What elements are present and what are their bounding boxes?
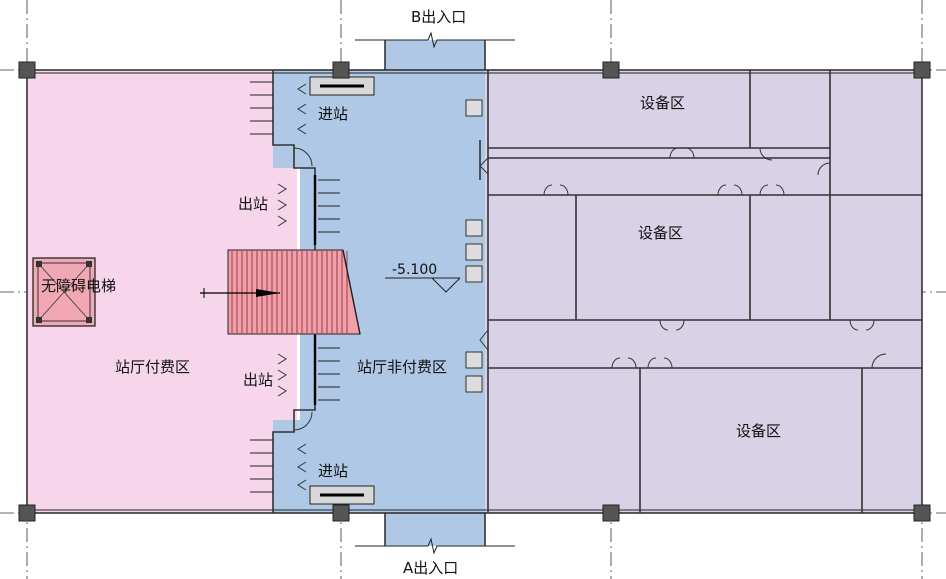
entrance-b-label: B出入口 [411,8,466,26]
fare-gate-line [250,70,340,513]
unpaid-area-label: 站厅非付费区 [357,358,447,376]
entry-label-bottom: 进站 [318,462,348,480]
equipment-room-walls [479,70,922,513]
gate-equipment [309,76,375,505]
entrance-a-passage [355,512,515,555]
equipment-area-zone [485,70,922,513]
entrance-b-passage [355,31,515,72]
outer-walls [26,69,923,514]
equipment-area-label-3: 设备区 [736,422,781,440]
elevator-label: 无障碍电梯 [41,277,116,295]
elevation-label: -5.100 [392,262,437,278]
equipment-area-label-1: 设备区 [640,94,685,112]
exit-label-top: 出站 [238,195,268,213]
exit-label-bottom: 出站 [243,371,273,389]
structural-columns [18,61,931,522]
accessible-elevator [32,257,96,327]
wall-panels [465,99,483,393]
elevation-marker [385,277,461,293]
entry-label-top: 进站 [318,105,348,123]
entrance-a-label: A出入口 [403,559,458,577]
equipment-area-label-2: 设备区 [638,224,683,242]
equipment-doors [479,147,887,369]
paid-area-label: 站厅付费区 [115,358,190,376]
central-staircase [200,249,361,335]
unpaid-area-zone [273,70,485,513]
